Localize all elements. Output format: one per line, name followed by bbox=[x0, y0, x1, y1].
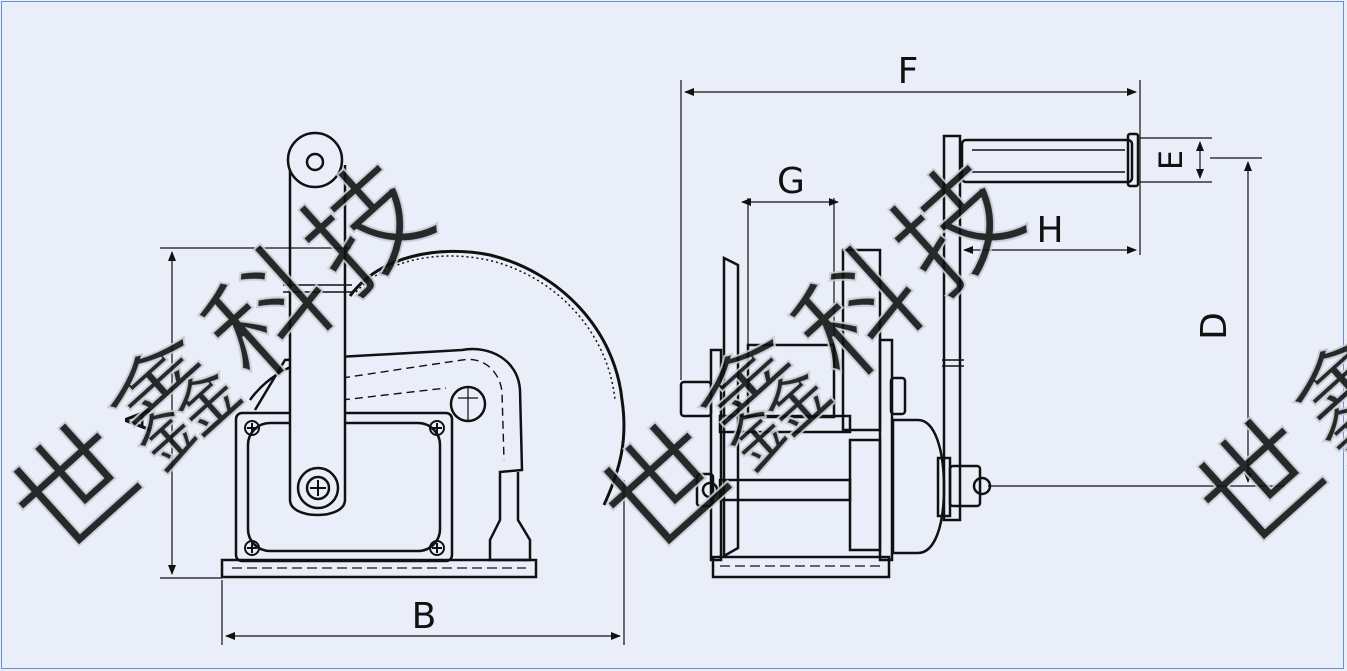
lower-shaft bbox=[718, 478, 852, 502]
label-F: F bbox=[898, 51, 919, 92]
side-crank-arm bbox=[942, 134, 962, 522]
handle-grip bbox=[960, 138, 1134, 184]
right-flange bbox=[841, 248, 882, 432]
crank-arm bbox=[288, 165, 347, 517]
label-E: E bbox=[1152, 150, 1190, 170]
left-flange bbox=[722, 255, 740, 559]
label-B: B bbox=[412, 596, 437, 637]
label-D: D bbox=[1194, 312, 1235, 340]
drum bbox=[746, 343, 836, 419]
left-bolt bbox=[679, 380, 713, 418]
housing-bolts bbox=[244, 420, 445, 556]
crank-knob bbox=[286, 131, 344, 189]
side-view bbox=[679, 132, 1140, 579]
dimension-B bbox=[221, 480, 625, 645]
upper-shaft bbox=[718, 414, 852, 434]
side-base bbox=[711, 555, 891, 579]
drum-flange-outline bbox=[348, 249, 626, 506]
dimension-D bbox=[988, 157, 1285, 487]
side-gear-housing bbox=[891, 418, 946, 555]
label-H: H bbox=[1036, 210, 1063, 251]
label-G: G bbox=[777, 161, 805, 202]
front-view bbox=[220, 131, 626, 579]
pawl-bolt bbox=[449, 385, 487, 423]
side-frame bbox=[253, 347, 532, 562]
drum-flange-hatch bbox=[355, 255, 616, 401]
dimension-E bbox=[1140, 137, 1212, 183]
dimension-F bbox=[680, 80, 1141, 380]
dimension-A bbox=[160, 247, 352, 579]
label-A: A bbox=[119, 408, 159, 431]
axle-nut bbox=[948, 464, 982, 508]
